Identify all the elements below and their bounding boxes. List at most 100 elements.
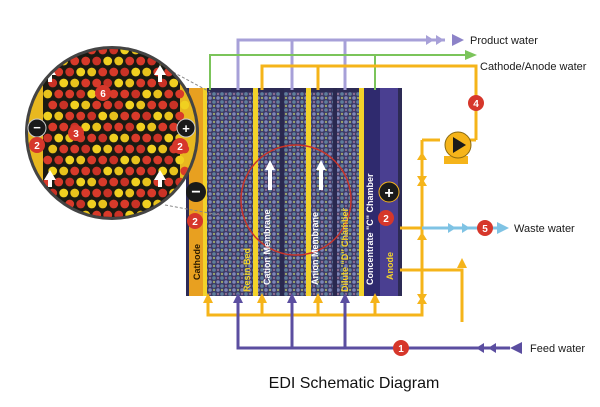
anion-membrane-2 — [333, 88, 337, 296]
resin-bead — [103, 56, 113, 66]
resin-bead — [70, 100, 80, 110]
resin-bead — [48, 144, 58, 154]
resin-bead — [103, 210, 113, 217]
resin-bead — [59, 122, 69, 132]
resin-bead — [175, 155, 185, 165]
resin-bead — [65, 89, 75, 99]
resin-bead — [136, 78, 146, 88]
resin-bead — [76, 155, 86, 165]
resin-bead — [48, 122, 58, 132]
resin-bead — [147, 188, 157, 198]
resin-bead — [103, 166, 113, 176]
resin-bead — [109, 133, 119, 143]
resin-bead — [70, 188, 80, 198]
resin-bead — [54, 133, 64, 143]
resin-bead — [164, 177, 174, 187]
label-waste-water: Waste water — [514, 223, 575, 235]
electrode-water-pipes — [209, 54, 465, 90]
resin-bead — [142, 67, 152, 77]
resin-bead — [158, 188, 168, 198]
resin-bead — [169, 78, 179, 88]
resin-bead — [76, 67, 86, 77]
resin-bead — [87, 111, 97, 121]
concentrate-chamber-panel — [364, 88, 380, 296]
resin-bead — [114, 56, 124, 66]
resin-bead — [70, 166, 80, 176]
marker-waste-text: 5 — [482, 224, 488, 235]
resin-bead — [147, 100, 157, 110]
resin-bead — [87, 177, 97, 187]
resin-bead — [109, 49, 119, 55]
marker-inset-right-text: 2 — [177, 142, 183, 153]
resin-bead — [109, 67, 119, 77]
resin-bead — [147, 144, 157, 154]
resin-bead — [98, 67, 108, 77]
resin-bead — [125, 188, 135, 198]
resin-bead — [158, 122, 168, 132]
resin-bead — [48, 210, 58, 217]
ion-arrows — [265, 160, 326, 190]
resin-bead — [120, 133, 130, 143]
anion-membrane-1 — [280, 88, 284, 296]
resin-bead — [164, 111, 174, 121]
resin-bead — [114, 144, 124, 154]
resin-bead — [136, 56, 146, 66]
resin-bead — [136, 100, 146, 110]
resin-bead — [48, 56, 58, 66]
label-resin-bed: Resin Bed — [242, 248, 252, 292]
resin-bead — [164, 155, 174, 165]
resin-bead — [81, 56, 91, 66]
minus-sign-left-text: − — [191, 184, 200, 201]
marker-electrode-right-text: 2 — [383, 214, 389, 225]
resin-bead — [103, 188, 113, 198]
resin-bead — [153, 155, 163, 165]
resin-bead — [169, 100, 179, 110]
label-anion-membrane: Anion Membrane — [310, 212, 320, 285]
resin-bead — [92, 188, 102, 198]
resin-bead — [81, 100, 91, 110]
resin-bead — [76, 111, 86, 121]
resin-bead — [65, 111, 75, 121]
resin-bead — [87, 67, 97, 77]
resin-bead — [92, 144, 102, 154]
marker-electrode-left — [187, 213, 203, 229]
resin-bead — [142, 177, 152, 187]
inset-plus-text: + — [182, 121, 190, 136]
marker-inset-right — [172, 138, 188, 154]
resin-bead — [175, 111, 185, 121]
resin-bead — [81, 144, 91, 154]
resin-bead — [169, 122, 179, 132]
resin-bead — [59, 78, 69, 88]
resin-bead — [48, 100, 58, 110]
resin-bead — [92, 100, 102, 110]
resin-bead — [164, 49, 174, 55]
resin-bead — [114, 210, 124, 217]
resin-bead — [125, 78, 135, 88]
resin-bead — [87, 199, 97, 209]
resin-bead — [43, 199, 53, 209]
resin-bead — [131, 111, 141, 121]
resin-bead — [131, 155, 141, 165]
resin-bead — [103, 100, 113, 110]
resin-bead — [142, 199, 152, 209]
resin-bead — [98, 155, 108, 165]
resin-bead — [109, 155, 119, 165]
resin-bead — [92, 122, 102, 132]
resin-bead — [136, 166, 146, 176]
resin-bead — [114, 188, 124, 198]
resin-bead — [59, 210, 69, 217]
label-product-water: Product water — [470, 35, 538, 47]
resin-bead — [147, 166, 157, 176]
resin-bead — [103, 122, 113, 132]
resin-bead — [76, 89, 86, 99]
resin-bead — [81, 166, 91, 176]
marker-inset-center-text: 3 — [73, 129, 79, 140]
resin-bead — [169, 56, 179, 66]
resin-bead — [59, 100, 69, 110]
resin-bead — [54, 177, 64, 187]
resin-bead — [114, 122, 124, 132]
resin-bead — [98, 133, 108, 143]
marker-waste — [477, 220, 493, 236]
resin-bead — [65, 177, 75, 187]
